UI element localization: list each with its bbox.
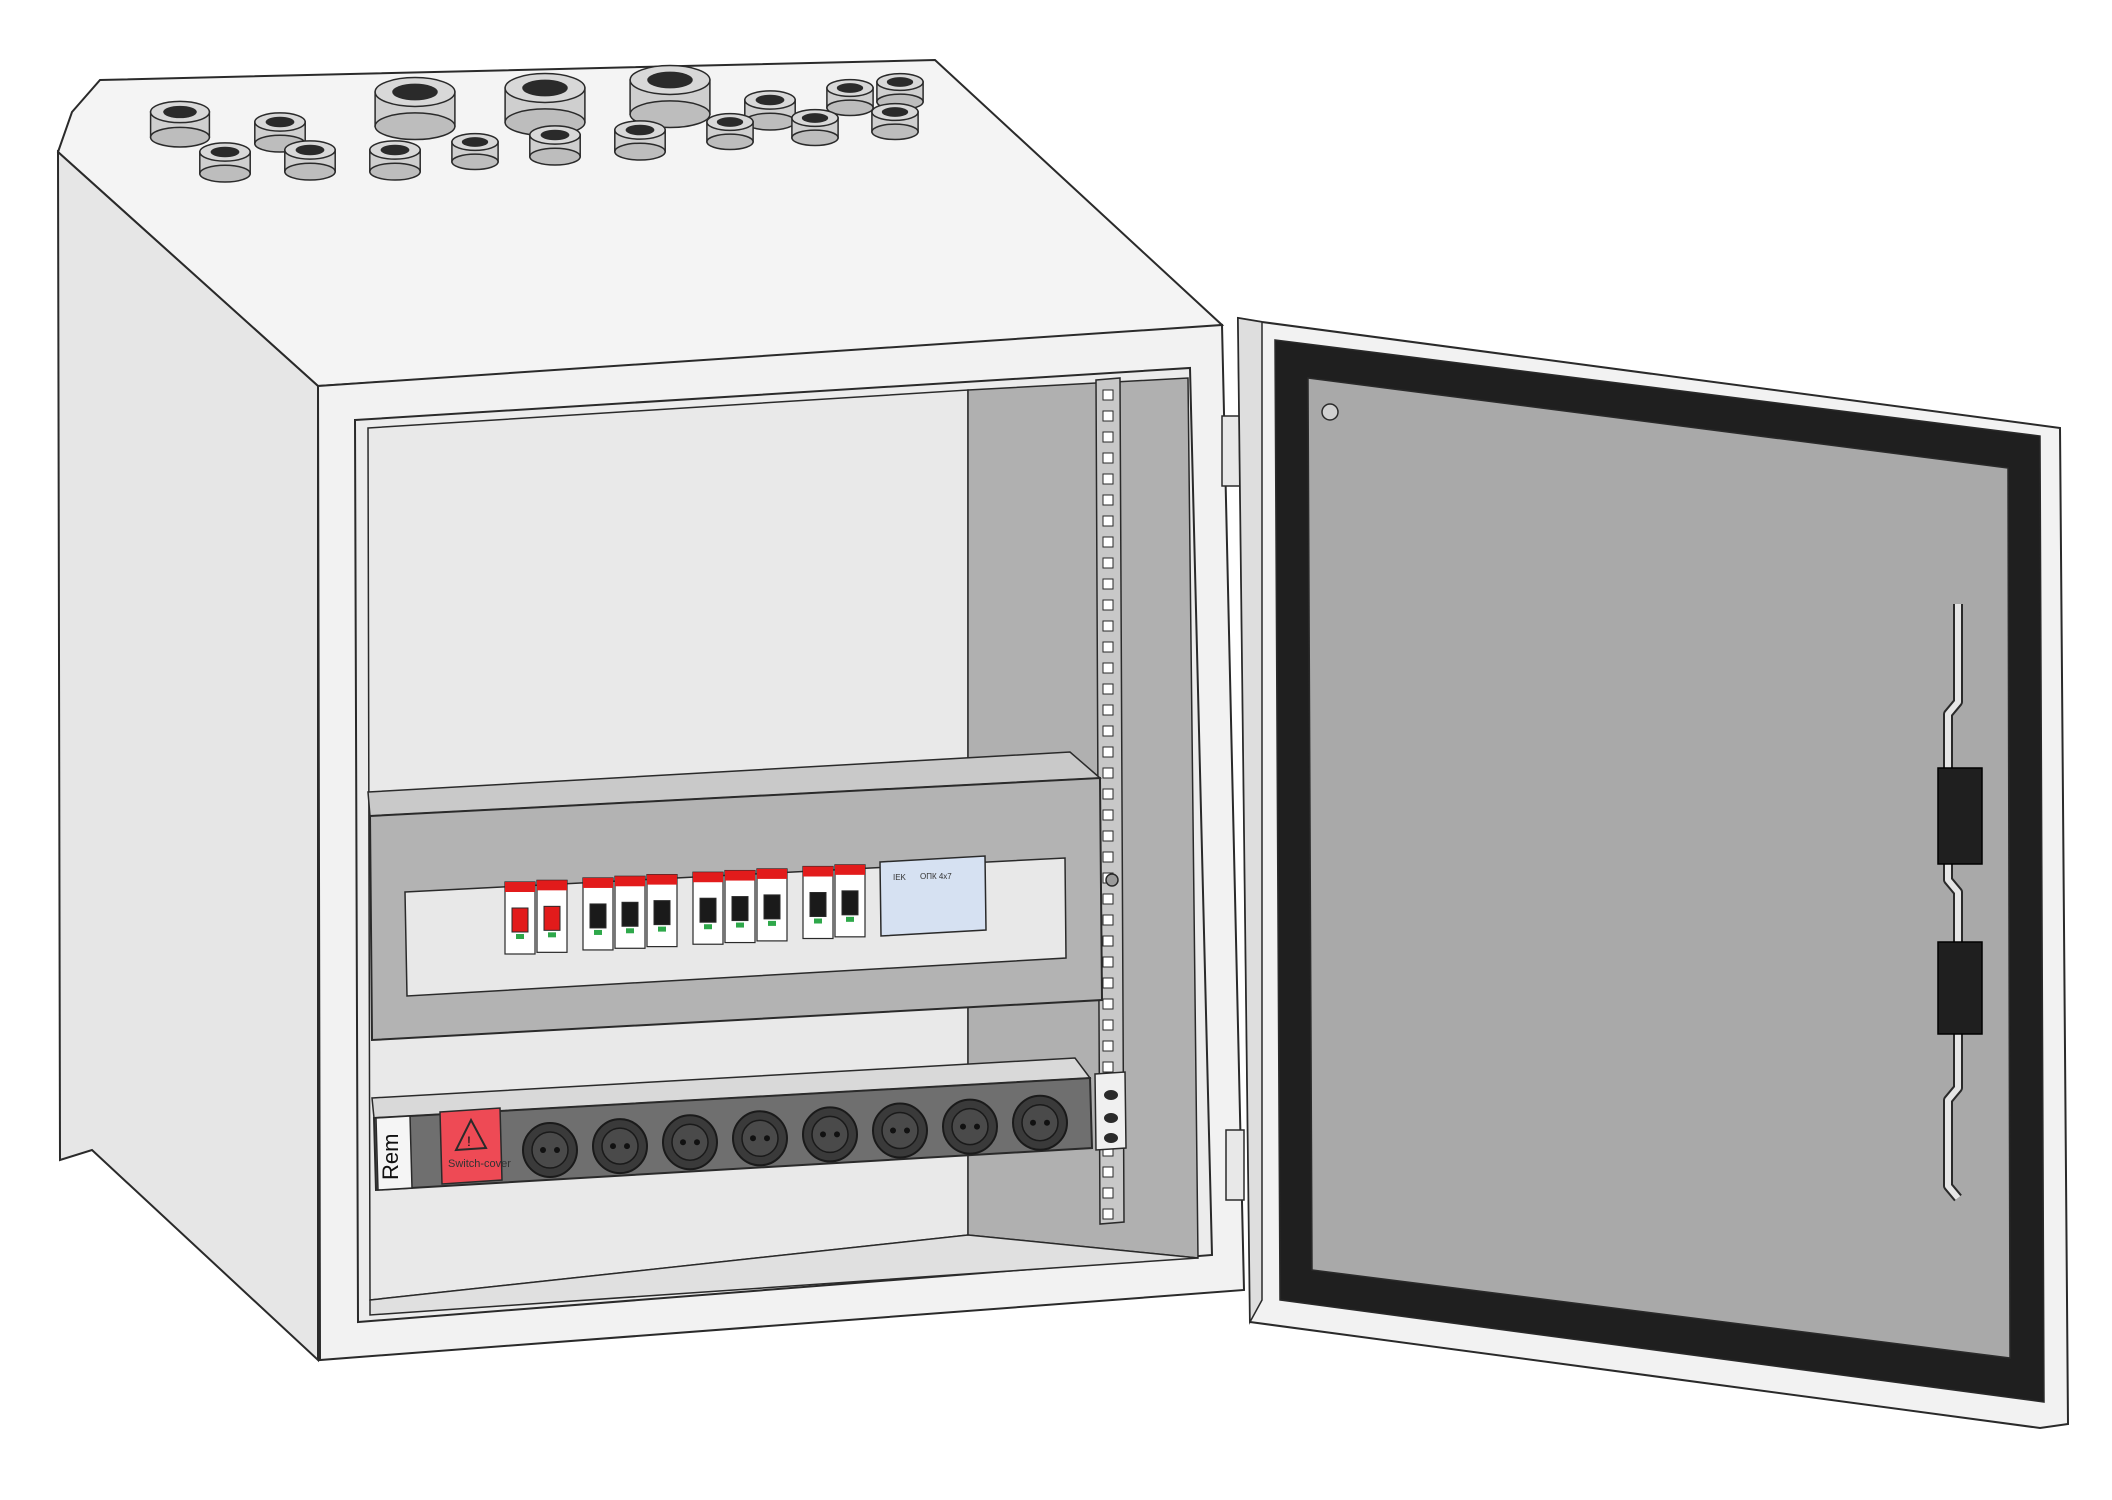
rail-hole (1102, 956, 1114, 968)
strip-bracket (1094, 1071, 1127, 1151)
rail-hole (1102, 557, 1114, 569)
rail-hole (1102, 704, 1114, 716)
cable-gland (706, 112, 754, 151)
socket-strip-brand: Rem (378, 1134, 403, 1180)
rail-hole (1102, 578, 1114, 590)
rail-hole (1102, 767, 1114, 779)
circuit-breaker[interactable] (802, 865, 834, 940)
switch-cover-label: Switch-cover (448, 1158, 511, 1170)
rail-hole (1102, 725, 1114, 737)
rail-hole (1102, 893, 1114, 905)
cable-gland (374, 76, 456, 141)
cable-gland (149, 100, 211, 148)
power-socket[interactable] (662, 1114, 718, 1171)
circuit-breaker[interactable] (614, 875, 646, 949)
rail-hole (1102, 473, 1114, 485)
cable-gland (529, 125, 581, 166)
cable-glands (149, 64, 924, 183)
rail-hole (1102, 683, 1114, 695)
rail-hole (1102, 851, 1114, 863)
rail-hole (1102, 746, 1114, 758)
cable-gland (871, 102, 919, 141)
circuit-breaker[interactable] (756, 868, 788, 942)
lock-block-upper[interactable] (1937, 767, 1983, 865)
rail-hole (1102, 977, 1114, 989)
panel-screw (1105, 873, 1119, 887)
door-inner-panel (1307, 377, 2011, 1359)
cable-gland (199, 142, 251, 183)
lock-block-lower[interactable] (1937, 941, 1983, 1035)
circuit-breaker[interactable] (504, 881, 536, 955)
rail-hole (1102, 410, 1114, 422)
power-socket[interactable] (942, 1098, 998, 1155)
circuit-breaker[interactable] (582, 877, 614, 951)
power-socket[interactable] (802, 1106, 858, 1163)
cable-gland (791, 108, 839, 147)
cabinet-left-side (56, 149, 319, 1363)
cable-gland (826, 78, 874, 117)
rail-hole (1102, 1019, 1114, 1031)
rail-hole (1102, 620, 1114, 632)
door-lock-rod[interactable] (1937, 604, 1983, 1202)
rail-hole (1102, 389, 1114, 401)
rail-hole (1102, 452, 1114, 464)
socket-row (522, 1094, 1068, 1178)
rail-hole (1102, 536, 1114, 548)
module-brand: IEK (893, 873, 907, 882)
rail-hole (1102, 662, 1114, 674)
cable-gland (254, 112, 306, 153)
rail-hole (1102, 830, 1114, 842)
breaker-panel: IEK ОПК 4х7 (367, 751, 1119, 1042)
circuit-breaker[interactable] (834, 864, 866, 938)
distribution-module: IEK ОПК 4х7 (879, 855, 987, 937)
cable-gland (614, 120, 666, 161)
cable-gland (629, 64, 711, 129)
cable-gland (451, 132, 499, 171)
power-socket[interactable] (592, 1118, 648, 1175)
rail-hole (1102, 1187, 1114, 1199)
rail-hole (1102, 1040, 1114, 1052)
circuit-breaker[interactable] (536, 879, 568, 953)
breaker-row (504, 864, 866, 955)
rail-hole (1102, 1166, 1114, 1178)
rail-hole (1102, 809, 1114, 821)
power-socket[interactable] (1012, 1094, 1068, 1151)
power-socket[interactable] (732, 1110, 788, 1167)
rail-hole (1102, 935, 1114, 947)
door-hinge-top (1221, 415, 1241, 487)
cable-gland (284, 140, 336, 181)
power-socket[interactable] (522, 1122, 578, 1178)
rail-hole (1102, 494, 1114, 506)
rail-hole (1102, 515, 1114, 527)
switch-cover[interactable]: ! Switch-cover (439, 1107, 511, 1185)
rail-hole (1102, 998, 1114, 1010)
door-pin (1321, 403, 1339, 421)
svg-text:!: ! (467, 1133, 471, 1149)
rail-hole (1102, 431, 1114, 443)
rail-hole (1102, 1061, 1114, 1073)
cable-gland (369, 140, 421, 181)
circuit-breaker[interactable] (724, 869, 756, 944)
circuit-breaker[interactable] (646, 874, 678, 948)
socket-strip: Rem ! Switch-cover (371, 1057, 1127, 1192)
rail-hole (1102, 641, 1114, 653)
cabinet-inner-floor (369, 1234, 1199, 1316)
cable-gland (744, 90, 796, 131)
power-socket[interactable] (872, 1102, 928, 1159)
rail-hole (1102, 914, 1114, 926)
rail-hole (1102, 788, 1114, 800)
rail-hole (1102, 1208, 1114, 1220)
module-model: ОПК 4х7 (920, 872, 952, 881)
door-hinge-bottom (1225, 1129, 1245, 1201)
cabinet-door[interactable] (1221, 316, 2070, 1430)
rail-hole (1102, 599, 1114, 611)
circuit-breaker[interactable] (692, 871, 724, 945)
